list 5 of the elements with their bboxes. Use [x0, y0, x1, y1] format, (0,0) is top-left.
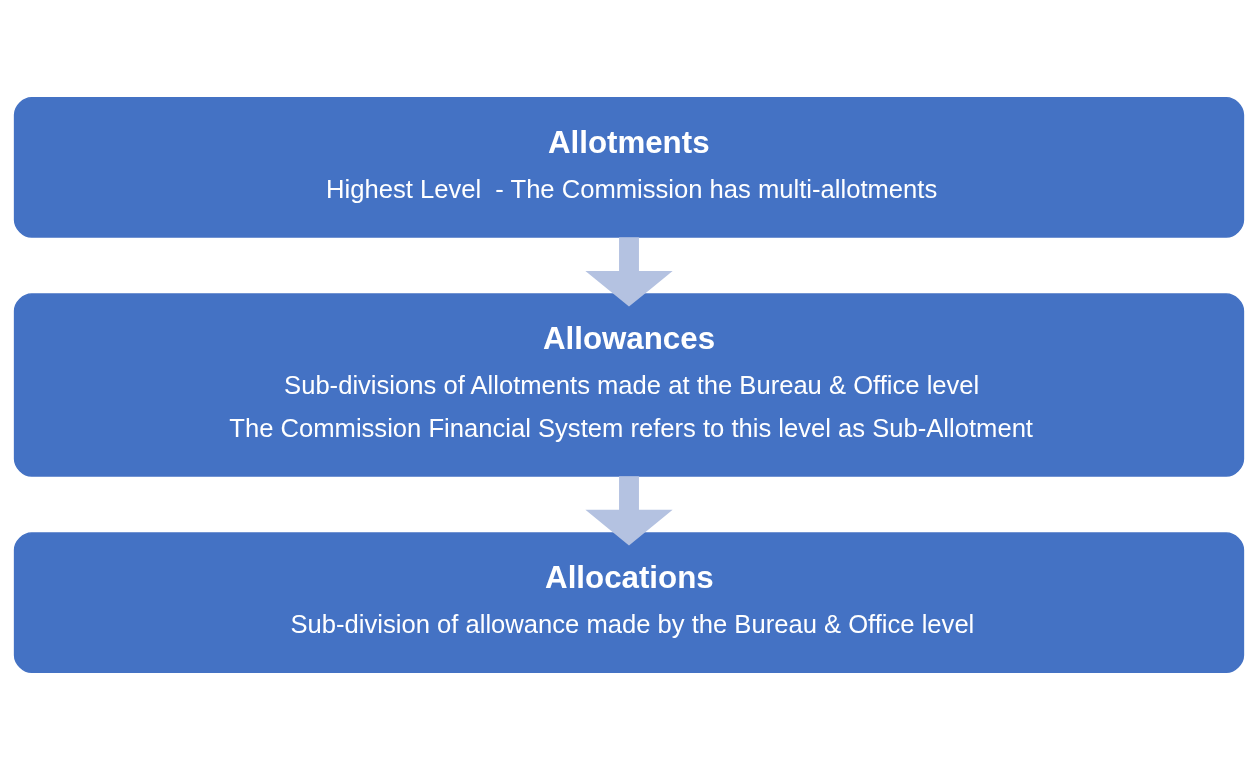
- node-box: Allowances Sub-divisions of Allotments made at the Bureau & Office level The Commission Financial System refers to this level as Sub-Allotment: [13, 293, 1245, 477]
- node-box: Allocations Sub-division of allowance made by the Bureau & Office level: [13, 532, 1245, 673]
- arrow: [585, 476, 673, 546]
- node-box: Allotments Highest Level - The Commission has multi-allotments: [13, 97, 1245, 238]
- arrow: [585, 237, 673, 307]
